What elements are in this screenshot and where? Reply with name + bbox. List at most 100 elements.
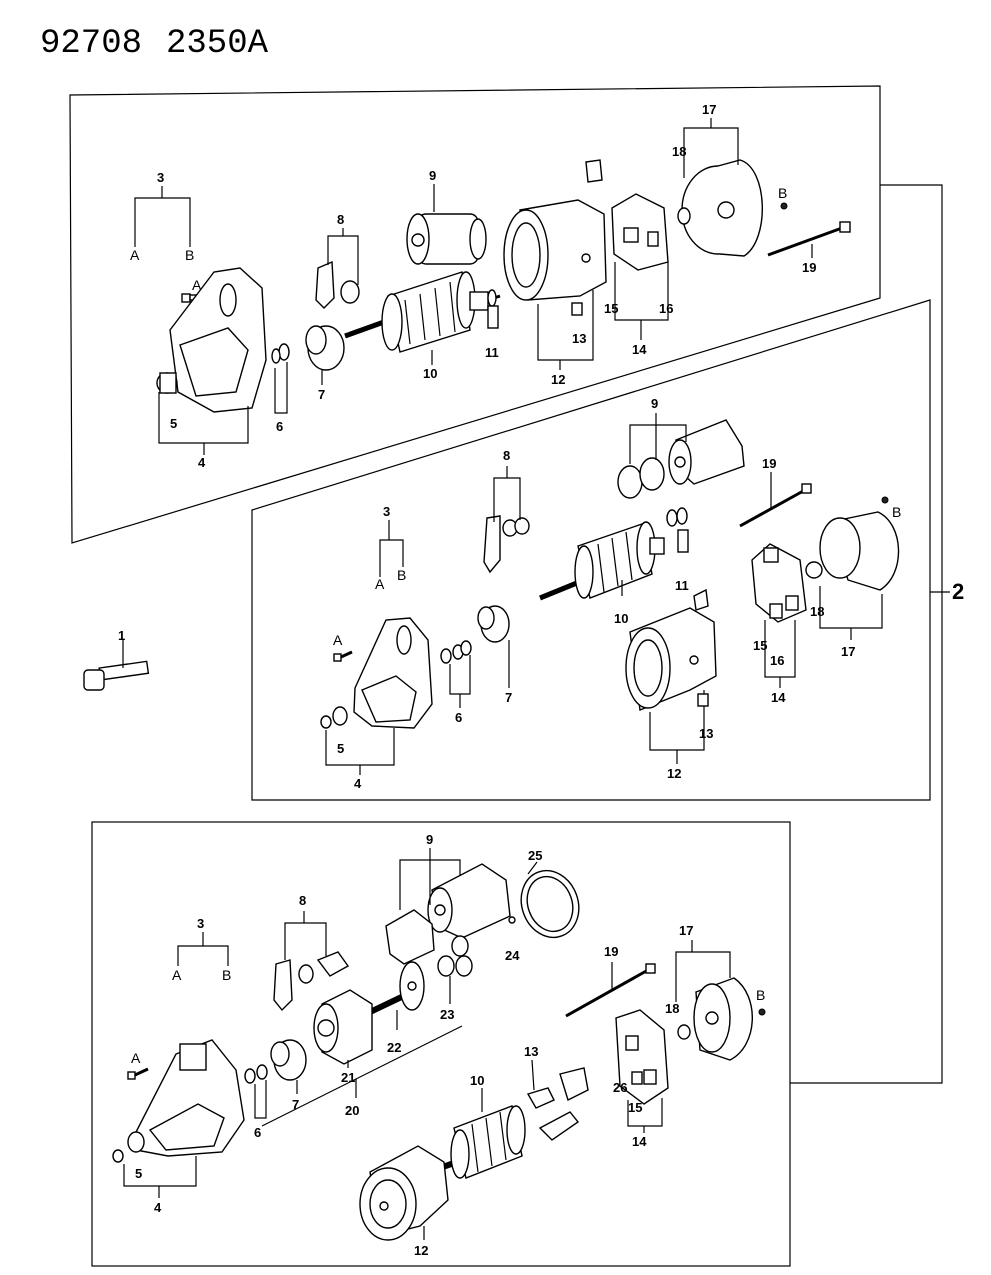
middle-label-17: 17	[841, 644, 855, 659]
middle-panel-frame	[251, 299, 931, 801]
top-label-4: 4	[198, 455, 206, 470]
bottom-ring-25	[520, 869, 580, 939]
middle-label-a-bolt: A	[333, 632, 343, 648]
bottom-label-7: 7	[292, 1097, 299, 1112]
bottom-label-3: 3	[197, 916, 204, 931]
top-label-a: A	[130, 247, 140, 263]
bottom-gears-23	[437, 935, 473, 977]
top-label-5: 5	[170, 416, 177, 431]
bottom-label-4: 4	[154, 1200, 162, 1215]
top-label-17: 17	[702, 102, 716, 117]
bottom-label-a: A	[172, 967, 182, 983]
middle-label-10: 10	[614, 611, 628, 626]
diagram-number-left: 92708	[40, 25, 142, 63]
group-bracket	[790, 184, 943, 1084]
middle-label-14: 14	[771, 690, 786, 705]
top-label-10: 10	[423, 366, 437, 381]
top-panel-frame	[69, 85, 881, 544]
middle-part-11	[666, 507, 689, 553]
top-label-15: 15	[604, 301, 618, 316]
middle-label-4: 4	[354, 776, 362, 791]
top-rear-cover-17	[677, 159, 763, 257]
top-pinion-7	[305, 325, 345, 371]
top-label-6: 6	[276, 419, 283, 434]
top-lever-8	[315, 260, 360, 309]
top-label-12: 12	[551, 372, 565, 387]
bottom-through-bolt-19	[565, 963, 656, 1018]
bottom-ball-24	[508, 916, 516, 924]
top-screw-b	[780, 202, 788, 210]
bottom-label-a-bolt: A	[131, 1050, 141, 1066]
bolt-part-1	[83, 640, 150, 691]
bottom-label-19: 19	[604, 944, 618, 959]
middle-solenoid-9	[617, 419, 745, 499]
middle-label-7: 7	[505, 690, 512, 705]
middle-label-13: 13	[699, 726, 713, 741]
middle-armature-10	[539, 521, 665, 601]
middle-rear-cover-17	[805, 511, 900, 591]
bottom-pinion-7	[270, 1039, 307, 1081]
bottom-label-12: 12	[414, 1243, 428, 1258]
bottom-panel-frame	[91, 821, 791, 1267]
bottom-shaft-22	[364, 961, 425, 1017]
top-washer-6	[271, 343, 290, 364]
bottom-label-15: 15	[628, 1100, 642, 1115]
middle-label-b-screw: B	[892, 504, 901, 520]
top-through-bolt-19	[767, 221, 851, 257]
middle-label-11: 11	[675, 578, 689, 593]
top-yoke-12	[503, 199, 607, 301]
middle-label-3: 3	[383, 504, 390, 519]
top-label-11: 11	[485, 345, 499, 360]
bottom-part-13	[526, 1067, 589, 1141]
bottom-gear-housing-21	[313, 989, 373, 1065]
middle-label-15: 15	[753, 638, 767, 653]
middle-label-9: 9	[651, 396, 658, 411]
middle-label-19: 19	[762, 456, 776, 471]
top-armature-10	[344, 271, 501, 353]
bottom-screw-b	[758, 1008, 766, 1016]
bottom-solenoid-9	[385, 863, 511, 965]
top-label-13: 13	[572, 331, 586, 346]
middle-panel: 3 A B A 5 4 6	[320, 396, 901, 791]
bottom-label-22: 22	[387, 1040, 401, 1055]
bottom-bolt-a	[127, 1067, 149, 1080]
bottom-label-18: 18	[665, 1001, 679, 1016]
top-solenoid-9	[406, 213, 487, 265]
top-label-b-screw: B	[778, 185, 787, 201]
top-label-8: 8	[337, 212, 344, 227]
top-label-a-bolt: A	[192, 277, 202, 293]
bottom-label-13: 13	[524, 1044, 538, 1059]
bottom-brush-holder-14	[615, 1009, 669, 1105]
bottom-label-20: 20	[345, 1103, 359, 1118]
middle-label-18: 18	[810, 604, 824, 619]
top-label-14: 14	[632, 342, 647, 357]
bottom-label-26: 26	[613, 1080, 627, 1095]
top-label-9: 9	[429, 168, 436, 183]
middle-screw-b	[881, 496, 889, 504]
top-label-19: 19	[802, 260, 816, 275]
group-label: 2	[952, 579, 964, 604]
bottom-label-5: 5	[135, 1166, 142, 1181]
top-brush-holder-14	[585, 159, 669, 271]
bottom-label-10: 10	[470, 1073, 484, 1088]
middle-label-12: 12	[667, 766, 681, 781]
bottom-label-b-screw: B	[756, 987, 765, 1003]
part-label-1: 1	[118, 628, 125, 643]
bottom-label-6: 6	[254, 1125, 261, 1140]
top-label-7: 7	[318, 387, 325, 402]
middle-label-8: 8	[503, 448, 510, 463]
top-part-11	[487, 289, 499, 329]
bottom-label-24: 24	[505, 948, 520, 963]
middle-washers-6	[440, 640, 472, 664]
bottom-label-25: 25	[528, 848, 542, 863]
middle-lever-8	[483, 515, 530, 574]
diagram-number-right: 2350A	[166, 25, 269, 63]
top-label-3: 3	[157, 170, 164, 185]
top-front-housing	[156, 267, 267, 413]
bottom-panel: 3 A B A 5 4 6 7	[112, 832, 766, 1258]
bottom-yoke-12	[359, 1145, 449, 1241]
bottom-front-housing	[112, 1039, 245, 1163]
bottom-label-b: B	[222, 967, 231, 983]
middle-pinion-7	[477, 605, 510, 643]
middle-yoke-12	[625, 588, 717, 711]
